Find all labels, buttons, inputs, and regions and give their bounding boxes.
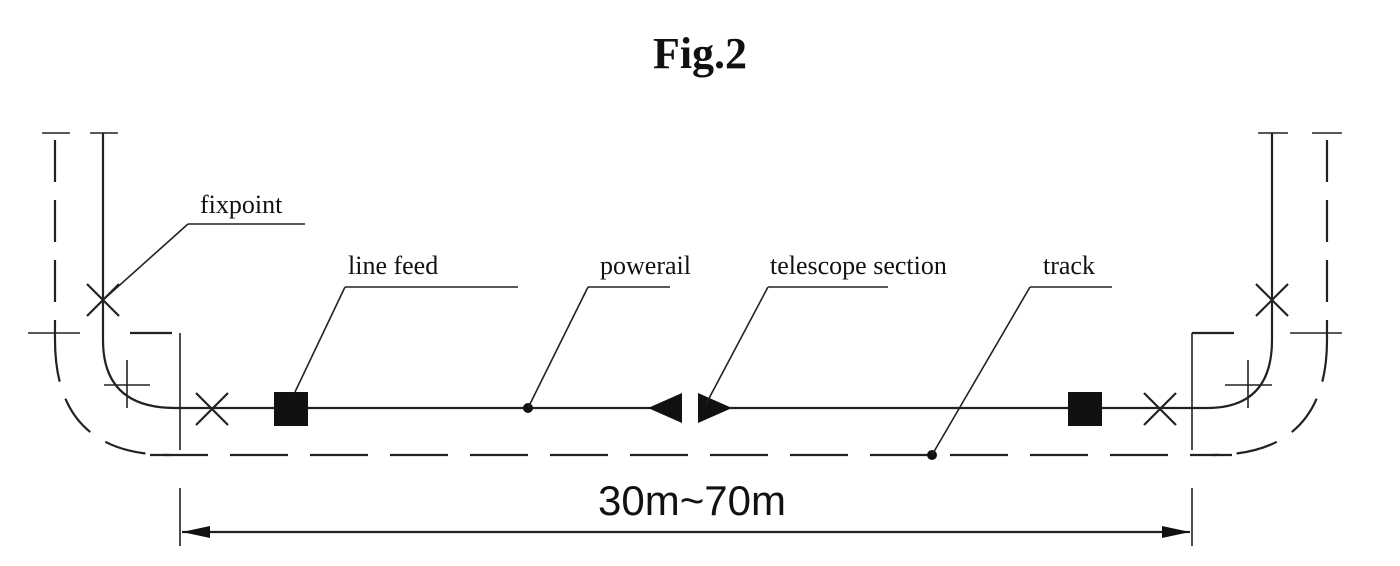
bend-marks [28, 332, 1342, 408]
dimension-arrow-right [1162, 526, 1190, 538]
label-powerail: powerail [600, 251, 691, 280]
label-fixpoint: fixpoint [200, 190, 283, 219]
line-feed-block-right [1068, 392, 1102, 426]
fixpoint-mark-right-vertical [1255, 283, 1289, 317]
figure-title: Fig.2 [653, 29, 747, 78]
dimension-arrow-left [182, 526, 210, 538]
dimension-label: 30m~70m [598, 477, 786, 524]
label-telescope-section: telescope section [770, 251, 947, 280]
fixpoint-mark-left-horizontal [195, 392, 229, 426]
fixpoint-mark-right-horizontal [1143, 392, 1177, 426]
fixpoint-marks [86, 283, 1289, 426]
right-track-dashed [1191, 132, 1342, 457]
dimension-line [179, 488, 1193, 546]
label-line-feed: line feed [348, 251, 438, 280]
telescope-triangle-left [648, 393, 682, 423]
powerail-line [90, 132, 1288, 410]
leader-lines [102, 223, 1112, 456]
left-track-dashed [42, 132, 181, 457]
label-track: track [1043, 251, 1095, 280]
line-feed-block-left [274, 392, 308, 426]
telescope-triangle-right [698, 393, 732, 423]
